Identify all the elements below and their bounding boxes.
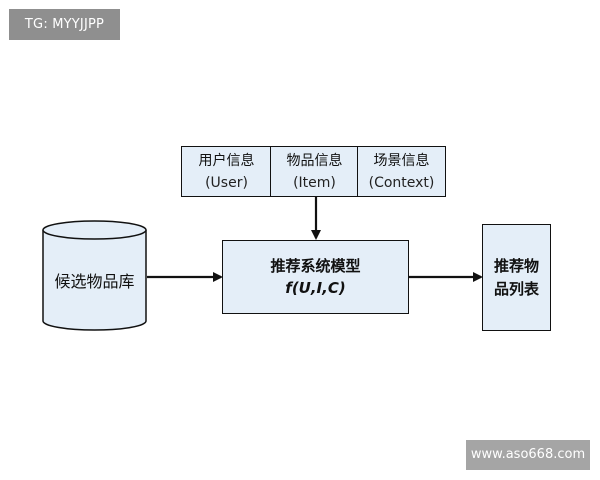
input-item-name: 物品信息 [286, 152, 343, 169]
recommended-list-box: 推荐物品列表 [482, 224, 551, 331]
model-title: 推荐系统模型 [270, 257, 361, 275]
input-user-en: (User) [205, 174, 248, 191]
input-box-user: 用户信息 (User) [181, 146, 272, 197]
watermark-bottom-right: www.aso668.com [466, 440, 590, 470]
watermark-top-left: TG: MYYJJPP [9, 9, 120, 40]
recommender-model-box: 推荐系统模型 f(U,I,C) [222, 240, 409, 314]
candidate-pool-cylinder [42, 220, 147, 331]
input-user-name: 用户信息 [198, 152, 255, 169]
output-label: 推荐物品列表 [493, 256, 539, 298]
candidate-pool-label: 候选物品库 [54, 272, 135, 291]
input-item-en: (Item) [293, 174, 336, 191]
model-formula: f(U,I,C) [285, 279, 346, 297]
input-context-name: 场景信息 [373, 152, 430, 169]
input-box-context: 场景信息 (Context) [357, 146, 446, 197]
input-box-item: 物品信息 (Item) [270, 146, 359, 197]
input-context-en: (Context) [368, 174, 435, 191]
